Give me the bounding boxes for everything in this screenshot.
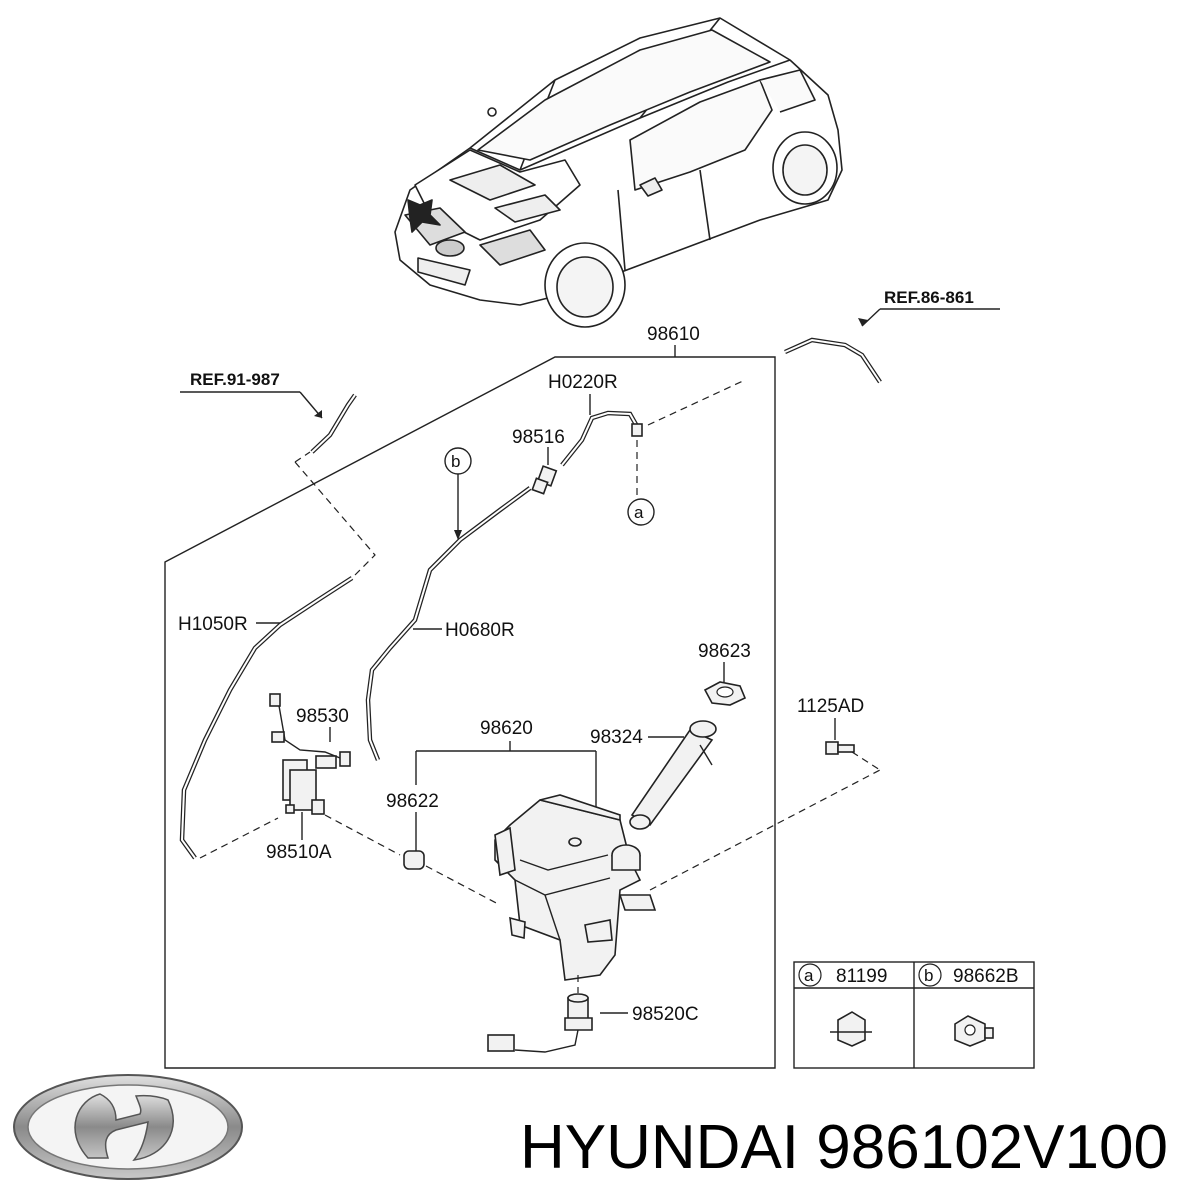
legend-b-code: b (924, 966, 933, 985)
label-98516: 98516 (512, 427, 565, 448)
filler-neck-icon (629, 720, 717, 830)
level-sensor-98520c (487, 993, 593, 1053)
brand-name: HYUNDAI (520, 1113, 800, 1182)
label-98520c: 98520C (632, 1004, 699, 1025)
label-98510a: 98510A (266, 842, 332, 863)
hyundai-logo-icon (13, 1074, 243, 1180)
legend-a-part: 81199 (836, 966, 887, 987)
washer-reservoir-icon (494, 794, 657, 981)
footer-title: HYUNDAI 986102V100 (520, 1112, 1168, 1183)
callout-a: a (627, 498, 655, 526)
label-1125ad: 1125AD (797, 696, 864, 717)
ref-91-987: REF.91-987 (190, 370, 280, 389)
svg-text:a: a (634, 503, 644, 522)
legend-table: a 81199 b 98662B (793, 961, 1035, 1069)
part-number: 986102V100 (816, 1113, 1168, 1182)
label-h0220r: H0220R (548, 372, 618, 393)
label-98623: 98623 (698, 641, 751, 662)
label-98620: 98620 (480, 718, 533, 739)
label-h1050r: H1050R (178, 614, 248, 635)
pump-motor-icon (282, 759, 325, 815)
legend-b-part: 98662B (953, 966, 1019, 987)
ref-86-861: REF.86-861 (884, 288, 974, 307)
assembly-outline (164, 356, 776, 1069)
connector-98516 (531, 465, 558, 495)
label-98530: 98530 (296, 706, 349, 727)
bolt-1125ad (825, 741, 855, 755)
label-98622: 98622 (386, 791, 439, 812)
label-h0680r: H0680R (445, 620, 515, 641)
clip-a-icon (830, 1011, 872, 1047)
clip-b-icon (954, 1015, 994, 1047)
callout-b: b (444, 447, 472, 540)
car-illustration (394, 17, 843, 328)
svg-text:b: b (451, 452, 460, 471)
cap-98623 (703, 681, 747, 706)
legend-a-code: a (804, 966, 814, 985)
label-98610: 98610 (647, 324, 700, 345)
grommet-98622 (403, 850, 425, 870)
label-98324: 98324 (590, 727, 643, 748)
harness-98530 (269, 693, 351, 769)
